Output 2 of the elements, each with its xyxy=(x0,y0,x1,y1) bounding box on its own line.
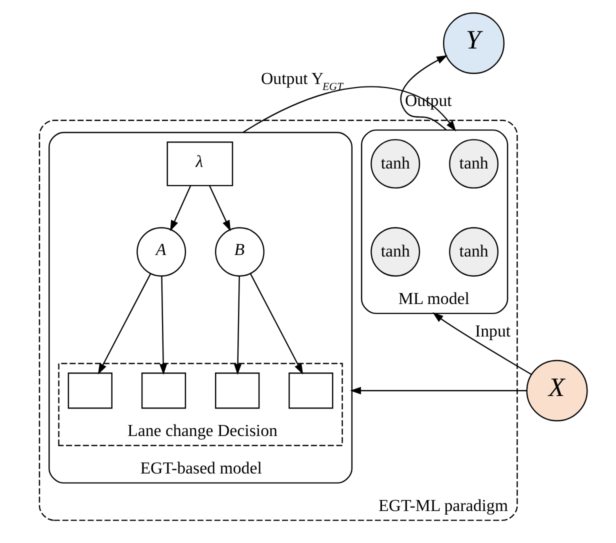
edge-label: Input xyxy=(474,322,510,341)
edge-label: Output Y$_{EGT}$ xyxy=(260,69,343,94)
